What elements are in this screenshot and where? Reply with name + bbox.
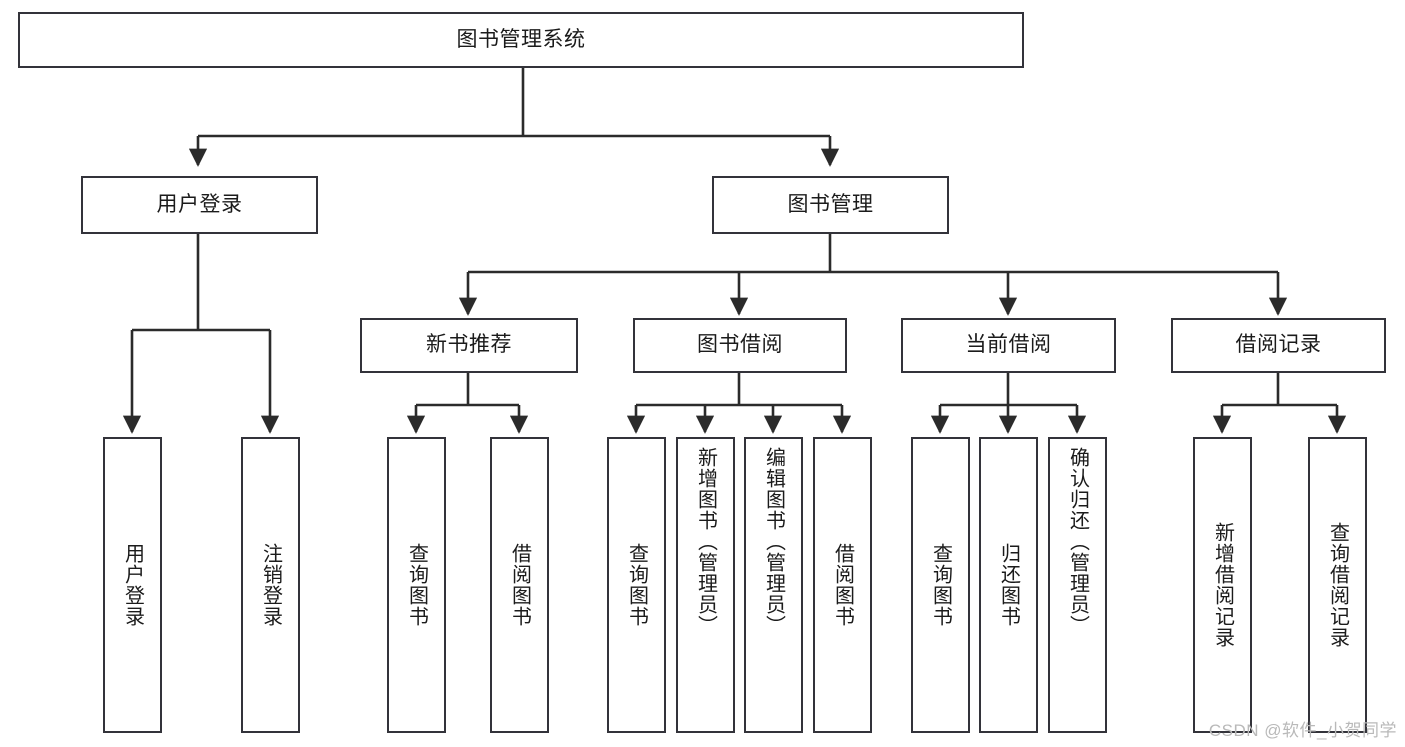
node-book-borrow-label: 图书借阅 xyxy=(697,333,783,357)
leaf-label: 查询图书 xyxy=(929,543,952,627)
leaf-label: 查询图书 xyxy=(405,543,428,627)
leaf-label: 注销登录 xyxy=(259,543,282,627)
node-borrow-record-label: 借阅记录 xyxy=(1235,333,1322,357)
node-user-login[interactable]: 用户登录 xyxy=(81,176,318,234)
leaf-book-borrow-query-book[interactable]: 查询图书 xyxy=(607,437,666,733)
leaf-book-borrow-edit-book[interactable]: 编辑图书（管理员） xyxy=(744,437,803,733)
node-borrow-record[interactable]: 借阅记录 xyxy=(1171,318,1386,373)
leaf-label: 查询借阅记录 xyxy=(1326,522,1349,648)
watermark: CSDN @软件_小贺同学 xyxy=(1208,721,1397,740)
leaf-borrow-record-add-record[interactable]: 新增借阅记录 xyxy=(1193,437,1252,733)
leaf-label: 借阅图书 xyxy=(508,543,531,627)
leaf-new-book-query-book[interactable]: 查询图书 xyxy=(387,437,446,733)
node-new-book-recommend[interactable]: 新书推荐 xyxy=(360,318,578,373)
leaf-current-borrow-return-book[interactable]: 归还图书 xyxy=(979,437,1038,733)
node-root-label: 图书管理系统 xyxy=(456,27,586,51)
leaf-label: 确认归还（管理员） xyxy=(1066,447,1089,636)
node-user-login-label: 用户登录 xyxy=(156,192,243,216)
leaf-label: 新增图书（管理员） xyxy=(694,447,717,636)
leaf-book-borrow-borrow-book[interactable]: 借阅图书 xyxy=(813,437,872,733)
leaf-label: 编辑图书（管理员） xyxy=(762,447,785,636)
leaf-label: 借阅图书 xyxy=(831,543,854,627)
leaf-book-borrow-add-book[interactable]: 新增图书（管理员） xyxy=(676,437,735,733)
node-book-borrow[interactable]: 图书借阅 xyxy=(633,318,847,373)
node-root[interactable]: 图书管理系统 xyxy=(18,12,1024,68)
leaf-new-book-borrow-book[interactable]: 借阅图书 xyxy=(490,437,549,733)
leaf-label: 用户登录 xyxy=(121,543,144,627)
leaf-user-login-logout[interactable]: 注销登录 xyxy=(241,437,300,733)
node-current-borrow-label: 当前借阅 xyxy=(965,333,1052,357)
leaf-label: 归还图书 xyxy=(997,543,1020,627)
node-book-management[interactable]: 图书管理 xyxy=(712,176,949,234)
leaf-user-login-login[interactable]: 用户登录 xyxy=(103,437,162,733)
leaf-label: 查询图书 xyxy=(625,543,648,627)
leaf-borrow-record-query-record[interactable]: 查询借阅记录 xyxy=(1308,437,1367,733)
node-current-borrow[interactable]: 当前借阅 xyxy=(901,318,1116,373)
leaf-current-borrow-query-book[interactable]: 查询图书 xyxy=(911,437,970,733)
leaf-label: 新增借阅记录 xyxy=(1211,522,1234,648)
node-book-management-label: 图书管理 xyxy=(787,192,874,216)
leaf-current-borrow-confirm-return[interactable]: 确认归还（管理员） xyxy=(1048,437,1107,733)
node-new-book-recommend-label: 新书推荐 xyxy=(426,333,512,357)
